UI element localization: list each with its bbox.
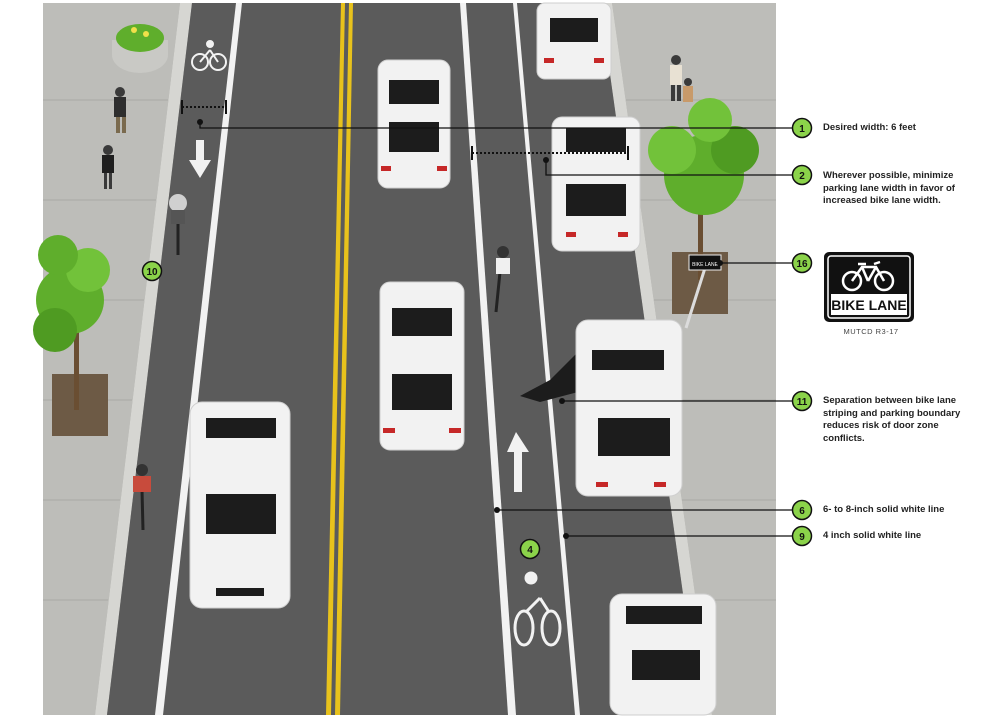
car-bottom-right bbox=[609, 593, 717, 716]
car-middle-center bbox=[379, 281, 465, 451]
svg-text:1: 1 bbox=[799, 124, 805, 135]
left-curb bbox=[95, 3, 192, 715]
small-sign-text: BIKE LANE bbox=[692, 262, 719, 268]
sign-post bbox=[684, 267, 707, 329]
up-arrow-marking bbox=[507, 432, 529, 492]
callout-10: 10 bbox=[141, 260, 163, 282]
bike-symbol-left bbox=[191, 40, 227, 71]
label-9: 4 inch solid white line bbox=[823, 530, 922, 541]
svg-text:10: 10 bbox=[146, 267, 158, 278]
callout-4: 4 bbox=[519, 538, 541, 560]
label-6: 6- to 8-inch solid white line bbox=[823, 504, 945, 515]
down-arrow-marking bbox=[189, 140, 211, 178]
label-2: Wherever possible, minimize parking lane… bbox=[823, 170, 955, 206]
svg-text:11: 11 bbox=[797, 397, 808, 408]
left-sidewalk bbox=[43, 3, 180, 715]
svg-text:9: 9 bbox=[799, 532, 805, 543]
callout-2: 2 bbox=[791, 164, 813, 186]
callout-1: 1 bbox=[791, 117, 813, 139]
bike-symbol-right bbox=[513, 571, 562, 647]
callout-6: 6 bbox=[791, 499, 813, 521]
callout-9: 9 bbox=[791, 525, 813, 547]
svg-text:6: 6 bbox=[799, 506, 805, 517]
left-tree bbox=[33, 235, 110, 436]
svg-text:4: 4 bbox=[527, 545, 533, 556]
car-top-right bbox=[536, 2, 612, 80]
cyclist-3 bbox=[133, 464, 151, 531]
pedestrians bbox=[102, 55, 693, 189]
center-yellow-line-1 bbox=[326, 3, 345, 715]
dimension-parking-lane bbox=[471, 146, 629, 160]
planter bbox=[112, 24, 168, 73]
bike-lane-sign: BIKE LANE bbox=[824, 252, 914, 322]
dimension-6-feet bbox=[181, 100, 227, 114]
callout-16: 16 bbox=[791, 252, 813, 274]
callout-11: 11 bbox=[791, 390, 813, 412]
label-1: Desired width: 6 feet bbox=[823, 122, 916, 133]
car-parked-right-2 bbox=[551, 116, 641, 252]
left-bike-lane-line bbox=[155, 3, 242, 715]
label-11: Separation between bike lane striping an… bbox=[823, 395, 961, 444]
sign-text: BIKE LANE bbox=[831, 297, 906, 313]
cyclist-2 bbox=[494, 246, 510, 313]
cyclist-1 bbox=[169, 194, 187, 255]
sign-bicycle-icon bbox=[841, 260, 895, 292]
car-top-center bbox=[377, 59, 451, 189]
bike-lane-solid-line-wide bbox=[460, 3, 516, 715]
svg-text:16: 16 bbox=[796, 259, 808, 270]
car-bottom-left bbox=[189, 401, 291, 609]
center-yellow-line-2 bbox=[335, 3, 353, 715]
car-parked-right-door-open bbox=[520, 319, 683, 497]
svg-text:2: 2 bbox=[799, 171, 805, 182]
sign-caption: MUTCD R3-17 bbox=[843, 327, 899, 336]
leader-dots bbox=[197, 119, 723, 539]
